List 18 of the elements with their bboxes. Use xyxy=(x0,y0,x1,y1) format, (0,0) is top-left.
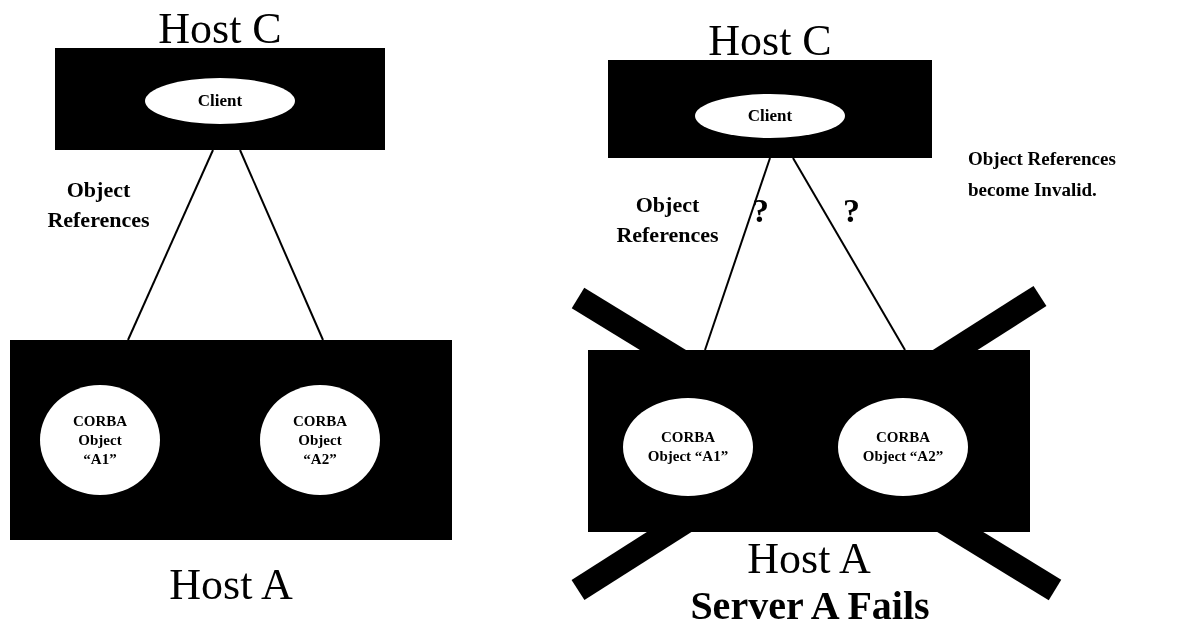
object-ellipse: CORBA Object “A2” xyxy=(838,398,968,496)
host-label: Host A xyxy=(746,536,872,582)
note-text: Object References become Invalid. xyxy=(968,147,1117,202)
host-label: Host A xyxy=(168,562,294,608)
object-ellipse: CORBA Object “A1” xyxy=(623,398,753,496)
object-ellipse: CORBA Object “A1” xyxy=(40,385,160,495)
connector-line xyxy=(239,149,324,341)
host-label: Host C xyxy=(707,18,833,64)
client-ellipse: Client xyxy=(695,94,845,138)
connector-line xyxy=(792,157,906,351)
question-mark: ? xyxy=(752,191,770,231)
host-label: Host C xyxy=(157,6,283,52)
object-ellipse: CORBA Object “A2” xyxy=(260,385,380,495)
connector-line xyxy=(704,157,771,351)
caption-text: Server A Fails xyxy=(689,585,931,627)
question-mark: ? xyxy=(843,191,861,231)
connector-line xyxy=(127,149,214,341)
client-ellipse: Client xyxy=(145,78,295,124)
